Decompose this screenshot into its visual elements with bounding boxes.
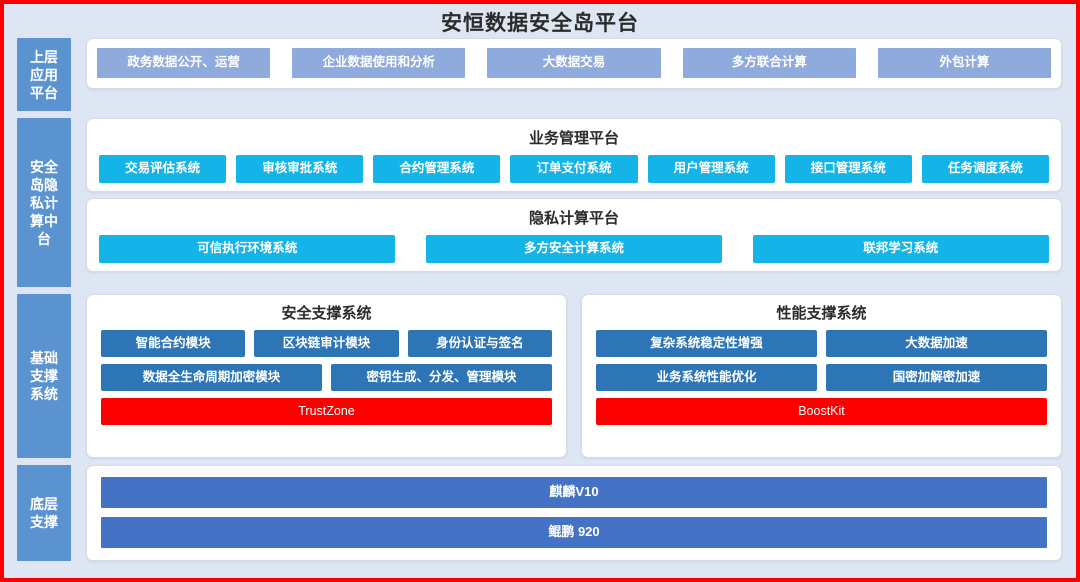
sec-banner-trustzone[interactable]: TrustZone xyxy=(101,398,552,425)
app-box-bigdata-trade[interactable]: 大数据交易 xyxy=(487,48,661,78)
privacy-computing-title: 隐私计算平台 xyxy=(528,210,619,227)
app-box-government-data[interactable]: 政务数据公开、运营 xyxy=(97,48,271,78)
bottom-box-kunpeng-920[interactable]: 鲲鹏 920 xyxy=(101,517,1047,548)
security-support-row-1: 智能合约模块 区块链审计模块 身份认证与签名 xyxy=(101,330,552,357)
priv-box-tee[interactable]: 可信执行环境系统 xyxy=(99,235,396,263)
perf-box-sm-crypto-acceleration[interactable]: 国密加解密加速 xyxy=(826,364,1047,391)
tier-body-foundation: 安全支撑系统 智能合约模块 区块链审计模块 身份认证与签名 数据全生命周期加密模… xyxy=(86,294,1062,458)
business-management-chip-row: 交易评估系统 审核审批系统 合约管理系统 订单支付系统 用户管理系统 接口管理系… xyxy=(99,155,1049,183)
tier-label-foundation-text: 基础支撑系统 xyxy=(30,350,58,402)
security-support-row-2: 数据全生命周期加密模块 密钥生成、分发、管理模块 xyxy=(101,364,552,391)
biz-box-contract-management[interactable]: 合约管理系统 xyxy=(373,155,501,183)
priv-box-federated-learning[interactable]: 联邦学习系统 xyxy=(752,235,1049,263)
sec-box-blockchain-audit[interactable]: 区块链审计模块 xyxy=(254,330,399,357)
tier-label-midplatform: 安全岛隐私计算中台 xyxy=(17,118,71,287)
perf-banner-boostkit[interactable]: BoostKit xyxy=(596,398,1047,425)
biz-box-user-management[interactable]: 用户管理系统 xyxy=(647,155,775,183)
tier-body-midplatform: 业务管理平台 交易评估系统 审核审批系统 合约管理系统 订单支付系统 用户管理系… xyxy=(86,118,1062,287)
biz-box-task-scheduling[interactable]: 任务调度系统 xyxy=(921,155,1049,183)
business-management-title: 业务管理平台 xyxy=(528,130,619,147)
tier-row-midplatform: 安全岛隐私计算中台 业务管理平台 交易评估系统 审核审批系统 合约管理系统 订单… xyxy=(4,118,1076,287)
tier-body-bottom: 麒麟V10 鲲鹏 920 xyxy=(86,465,1062,561)
application-panel: 政务数据公开、运营 企业数据使用和分析 大数据交易 多方联合计算 外包计算 xyxy=(86,38,1062,89)
sec-box-identity-signature[interactable]: 身份认证与签名 xyxy=(407,330,552,357)
app-box-joint-compute[interactable]: 多方联合计算 xyxy=(682,48,856,78)
business-management-panel: 业务管理平台 交易评估系统 审核审批系统 合约管理系统 订单支付系统 用户管理系… xyxy=(86,118,1062,192)
privacy-computing-panel: 隐私计算平台 可信执行环境系统 多方安全计算系统 联邦学习系统 xyxy=(86,198,1062,272)
biz-box-trade-assessment[interactable]: 交易评估系统 xyxy=(99,155,227,183)
performance-support-panel: 性能支撑系统 复杂系统稳定性增强 大数据加速 业务系统性能优化 国密加解密加速 … xyxy=(581,294,1062,458)
security-support-panel: 安全支撑系统 智能合约模块 区块链审计模块 身份认证与签名 数据全生命周期加密模… xyxy=(86,294,567,458)
tier-label-bottom: 底层支撑 xyxy=(17,465,71,561)
tier-row-bottom: 底层支撑 麒麟V10 鲲鹏 920 xyxy=(4,465,1076,561)
biz-box-review-approval[interactable]: 审核审批系统 xyxy=(236,155,364,183)
app-box-outsourced-compute[interactable]: 外包计算 xyxy=(877,48,1052,78)
biz-box-interface-management[interactable]: 接口管理系统 xyxy=(784,155,912,183)
app-box-enterprise-data[interactable]: 企业数据使用和分析 xyxy=(292,48,466,78)
tier-label-bottom-text: 底层支撑 xyxy=(30,496,58,530)
tier-label-midplatform-text: 安全岛隐私计算中台 xyxy=(30,158,58,247)
performance-support-row-1: 复杂系统稳定性增强 大数据加速 xyxy=(596,330,1047,357)
privacy-computing-chip-row: 可信执行环境系统 多方安全计算系统 联邦学习系统 xyxy=(99,235,1049,263)
tier-row-application: 上层应用平台 政务数据公开、运营 企业数据使用和分析 大数据交易 多方联合计算 … xyxy=(4,38,1076,111)
tier-label-foundation: 基础支撑系统 xyxy=(17,294,71,458)
sec-box-key-management[interactable]: 密钥生成、分发、管理模块 xyxy=(331,364,552,391)
page-title: 安恒数据安全岛平台 xyxy=(441,12,639,35)
sec-box-smart-contract[interactable]: 智能合约模块 xyxy=(101,330,246,357)
bottom-box-kylin-v10[interactable]: 麒麟V10 xyxy=(101,477,1047,508)
biz-box-order-payment[interactable]: 订单支付系统 xyxy=(510,155,638,183)
tier-row-foundation: 基础支撑系统 安全支撑系统 智能合约模块 区块链审计模块 身份认证与签名 数据全… xyxy=(4,294,1076,458)
perf-box-system-stability[interactable]: 复杂系统稳定性增强 xyxy=(596,330,817,357)
security-support-title: 安全支撑系统 xyxy=(281,305,372,322)
sec-box-lifecycle-encryption[interactable]: 数据全生命周期加密模块 xyxy=(101,364,322,391)
performance-support-row-2: 业务系统性能优化 国密加解密加速 xyxy=(596,364,1047,391)
tier-label-application-text: 上层应用平台 xyxy=(30,48,58,101)
perf-box-bigdata-acceleration[interactable]: 大数据加速 xyxy=(826,330,1047,357)
perf-box-business-optimization[interactable]: 业务系统性能优化 xyxy=(596,364,817,391)
tier-body-application: 政务数据公开、运营 企业数据使用和分析 大数据交易 多方联合计算 外包计算 xyxy=(86,38,1062,111)
performance-support-title: 性能支撑系统 xyxy=(776,305,867,322)
priv-box-mpc[interactable]: 多方安全计算系统 xyxy=(425,235,723,263)
tier-label-application: 上层应用平台 xyxy=(17,38,71,111)
bottom-support-panel: 麒麟V10 鲲鹏 920 xyxy=(86,465,1062,561)
